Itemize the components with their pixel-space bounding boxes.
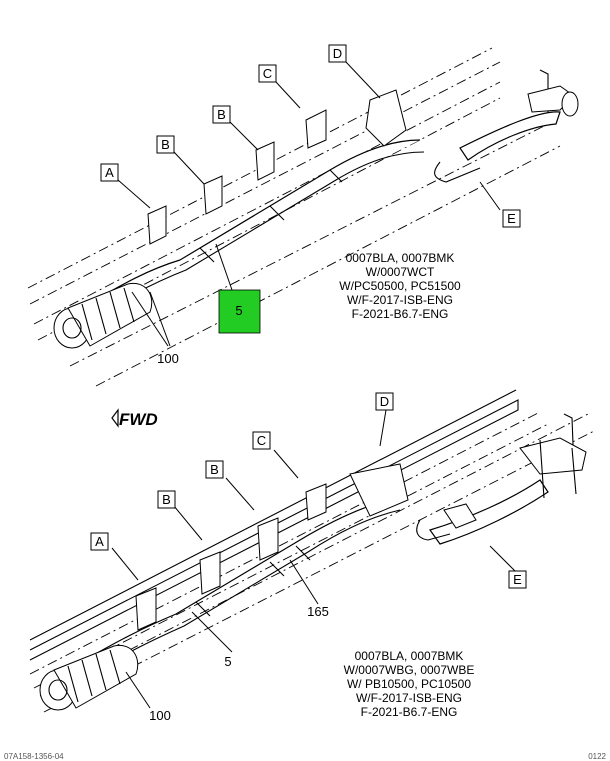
top-callout-b1: B [156, 135, 175, 154]
footer-code: 0122 [588, 752, 606, 761]
top-callout-e: E [502, 209, 521, 228]
top-part-5-highlight: 5 [218, 289, 261, 334]
svg-text:F-2021-B6.7-ENG: F-2021-B6.7-ENG [352, 307, 449, 321]
svg-text:B: B [210, 462, 219, 477]
svg-text:E: E [513, 572, 522, 587]
bottom-part-165: 165 [307, 604, 329, 619]
bottom-leaders [111, 409, 517, 709]
bottom-assembly-drawing [29, 389, 597, 713]
svg-text:C: C [257, 433, 266, 448]
svg-text:W/PC50500, PC51500: W/PC50500, PC51500 [339, 279, 461, 293]
bottom-caption: 0007BLA, 0007BMK W/0007WBG, 0007WBE W/ P… [344, 649, 475, 719]
svg-text:B: B [162, 492, 171, 507]
top-leaders [117, 61, 501, 347]
svg-text:D: D [380, 394, 389, 409]
svg-text:W/0007WCT: W/0007WCT [366, 265, 435, 279]
footer-drawing-id: 07A158-1356-04 [4, 752, 64, 761]
svg-text:W/0007WBG, 0007WBE: W/0007WBG, 0007WBE [344, 663, 475, 677]
svg-text:B: B [217, 107, 226, 122]
top-callout-a: A [100, 163, 119, 182]
svg-text:A: A [105, 165, 114, 180]
fwd-arrow-icon [111, 408, 119, 428]
svg-text:C: C [263, 66, 272, 81]
top-assembly-drawing [27, 47, 579, 387]
top-callout-d: D [328, 44, 347, 63]
svg-text:W/ PB10500, PC10500: W/ PB10500, PC10500 [347, 677, 471, 691]
bottom-callout-b1: B [157, 490, 176, 509]
bottom-callout-c: C [252, 431, 271, 450]
svg-text:5: 5 [235, 303, 242, 318]
bottom-part-100: 100 [149, 708, 171, 723]
svg-text:0007BLA, 0007BMK: 0007BLA, 0007BMK [355, 649, 464, 663]
svg-text:D: D [333, 46, 342, 61]
svg-text:W/F-2017-ISB-ENG: W/F-2017-ISB-ENG [356, 691, 462, 705]
svg-text:0007BLA, 0007BMK: 0007BLA, 0007BMK [346, 251, 455, 265]
svg-text:FWD: FWD [119, 410, 158, 429]
bottom-callout-e: E [508, 570, 527, 589]
svg-text:F-2021-B6.7-ENG: F-2021-B6.7-ENG [361, 705, 458, 719]
svg-text:E: E [507, 211, 516, 226]
svg-text:A: A [95, 534, 104, 549]
top-callout-b2: B [212, 105, 231, 124]
top-caption: 0007BLA, 0007BMK W/0007WCT W/PC50500, PC… [339, 251, 461, 321]
top-callout-c: C [258, 64, 277, 83]
top-part-100: 100 [157, 351, 179, 366]
bottom-callout-b2: B [205, 460, 224, 479]
bottom-callout-d: D [375, 392, 394, 411]
svg-text:B: B [161, 137, 170, 152]
bottom-callout-a: A [90, 532, 109, 551]
bottom-part-5: 5 [224, 654, 231, 669]
fwd-indicator: FWD [111, 408, 158, 429]
svg-text:W/F-2017-ISB-ENG: W/F-2017-ISB-ENG [347, 293, 453, 307]
